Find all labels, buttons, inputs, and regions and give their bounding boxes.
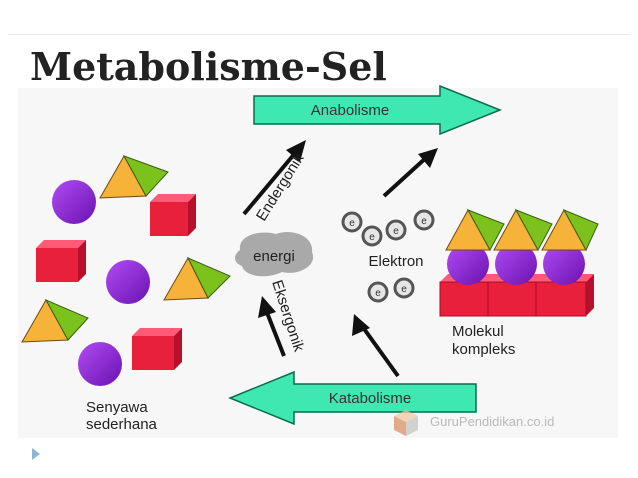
pyramid-molecule	[21, 298, 89, 343]
cube-molecule	[150, 194, 196, 236]
pyramid-molecule	[163, 256, 231, 301]
energy-blob: energi	[235, 232, 314, 277]
electron-symbol: e	[401, 284, 407, 295]
page-title: Metabolisme-Sel	[30, 44, 387, 89]
cube-molecule	[132, 328, 182, 370]
watermark-logo	[394, 410, 418, 436]
simple-compounds-label-line1: Senyawa	[86, 399, 148, 416]
exergonic-label: Eksergonik	[268, 278, 307, 354]
electron-symbol: e	[421, 216, 427, 227]
slide-frame-line	[8, 34, 630, 35]
electron-particle: e	[385, 219, 407, 241]
electron-particle: e	[341, 211, 363, 233]
anabolism-label: Anabolisme	[311, 102, 389, 119]
pyramid-molecule	[99, 154, 169, 199]
energy-label: energi	[253, 248, 295, 265]
electron-symbol: e	[375, 288, 381, 299]
electron-particle: e	[393, 277, 415, 299]
sphere-molecule	[106, 260, 150, 304]
slide-bullet-icon	[32, 448, 40, 460]
electron-down-arrow	[352, 314, 400, 378]
electron-symbol: e	[349, 218, 355, 229]
electron-symbol: e	[369, 232, 375, 243]
cube-molecule	[36, 240, 86, 282]
endergonic-label: Endergonik	[253, 150, 308, 224]
sphere-molecule	[78, 342, 122, 386]
simple-compounds: Senyawa sederhana	[21, 154, 231, 433]
electron-symbol: e	[393, 226, 399, 237]
catabolism-label: Katabolisme	[329, 390, 412, 407]
electron-particle: e	[367, 281, 389, 303]
complex-molecule-label-line1: Molekul	[452, 323, 504, 340]
exergonic-arrow	[258, 296, 286, 357]
electron-particle: e	[413, 209, 435, 231]
catabolism-arrow: Katabolisme	[228, 370, 477, 426]
complex-molecule: Molekul kompleks	[439, 208, 599, 358]
sphere-molecule	[52, 180, 96, 224]
electron-group: e e e e e e Elektron	[341, 209, 435, 303]
electron-label: Elektron	[368, 253, 423, 270]
electron-up-arrow	[382, 148, 438, 198]
complex-molecule-label-line2: kompleks	[452, 341, 515, 358]
simple-compounds-label-line2: sederhana	[86, 416, 158, 433]
electron-particle: e	[361, 225, 383, 247]
watermark-text: GuruPendidikan.co.id	[430, 414, 555, 429]
anabolism-arrow: Anabolisme	[253, 84, 503, 136]
endergonic-arrow	[242, 140, 306, 216]
